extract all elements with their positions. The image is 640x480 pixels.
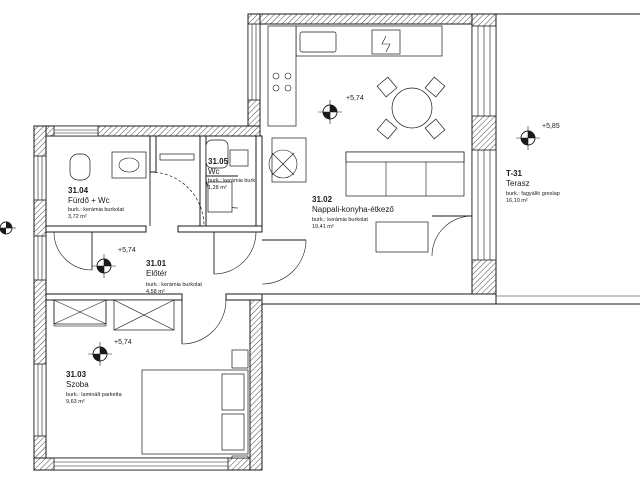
wardrobe [53, 299, 175, 331]
room-name: Előtér [146, 269, 167, 278]
room-label-31-02: 31.02 Nappali-konyha-étkező burk.: kerám… [312, 195, 394, 230]
windows [33, 23, 497, 471]
elevation-marker-living: +5,74 [318, 95, 364, 124]
room-number: 31.05 [208, 157, 229, 166]
room-area: 19,41 m² [312, 224, 334, 230]
room-label-31-05: 31.05 Wc burk.: kerámia burk. 1,28 m² [208, 157, 257, 191]
room-name: Wc [208, 167, 220, 176]
room-area: 4,58 m² [146, 289, 165, 295]
elevation-label-terrace: +5,85 [542, 123, 560, 130]
room-label-t-31: T-31 Terasz burk.: fagyálló greslap 16,1… [506, 169, 560, 204]
room-number: 31.01 [146, 259, 167, 268]
interior-walls [45, 13, 640, 305]
room-finish: burk.: laminált parketta [66, 392, 123, 398]
room-name: Szoba [66, 380, 89, 389]
room-number: 31.04 [68, 186, 89, 195]
elevation-marker-bedroom: +5,74 [88, 339, 132, 366]
double-bed [141, 349, 249, 459]
room-label-31-04: 31.04 Fürdő + Wc burk.: kerámia burkolat… [68, 186, 124, 220]
room-area: 3,72 m² [68, 214, 87, 220]
room-area: 1,28 m² [208, 185, 227, 191]
room-number: 31.02 [312, 195, 333, 204]
door-mat-area [53, 299, 107, 327]
elevation-marker-hall: +5,74 [92, 247, 136, 278]
room-name: Terasz [506, 179, 530, 188]
room-area: 9,63 m² [66, 399, 85, 405]
room-finish: burk.: fagyálló greslap [506, 191, 560, 197]
ventilation-shaft [268, 149, 298, 179]
kitchen-counter [267, 25, 443, 183]
bathroom-fixtures [69, 139, 249, 213]
doors [53, 171, 473, 345]
room-name: Nappali-konyha-étkező [312, 205, 394, 214]
room-number: T-31 [506, 169, 523, 178]
elevation-label-hall: +5,74 [118, 247, 136, 254]
coffee-table [375, 221, 429, 253]
room-finish: burk.: kerámia burkolat [146, 282, 202, 288]
sofa [345, 151, 465, 197]
section-marker-left [0, 221, 16, 235]
elevation-label-living: +5,74 [346, 95, 364, 102]
dining-table [376, 76, 446, 140]
room-finish: burk.: kerámia burk. [208, 178, 257, 184]
room-number: 31.03 [66, 370, 87, 379]
room-label-31-01: 31.01 Előtér burk.: kerámia burkolat 4,5… [146, 259, 202, 295]
room-label-31-03: 31.03 Szoba burk.: laminált parketta 9,6… [66, 370, 123, 405]
room-finish: burk.: kerámia burkolat [312, 217, 368, 223]
room-name: Fürdő + Wc [68, 196, 110, 205]
elevation-marker-terrace: +5,85 [516, 123, 560, 150]
room-finish: burk.: kerámia burkolat [68, 207, 124, 213]
elevation-label-bedroom: +5,74 [114, 339, 132, 346]
room-area: 16,10 m² [506, 198, 528, 204]
